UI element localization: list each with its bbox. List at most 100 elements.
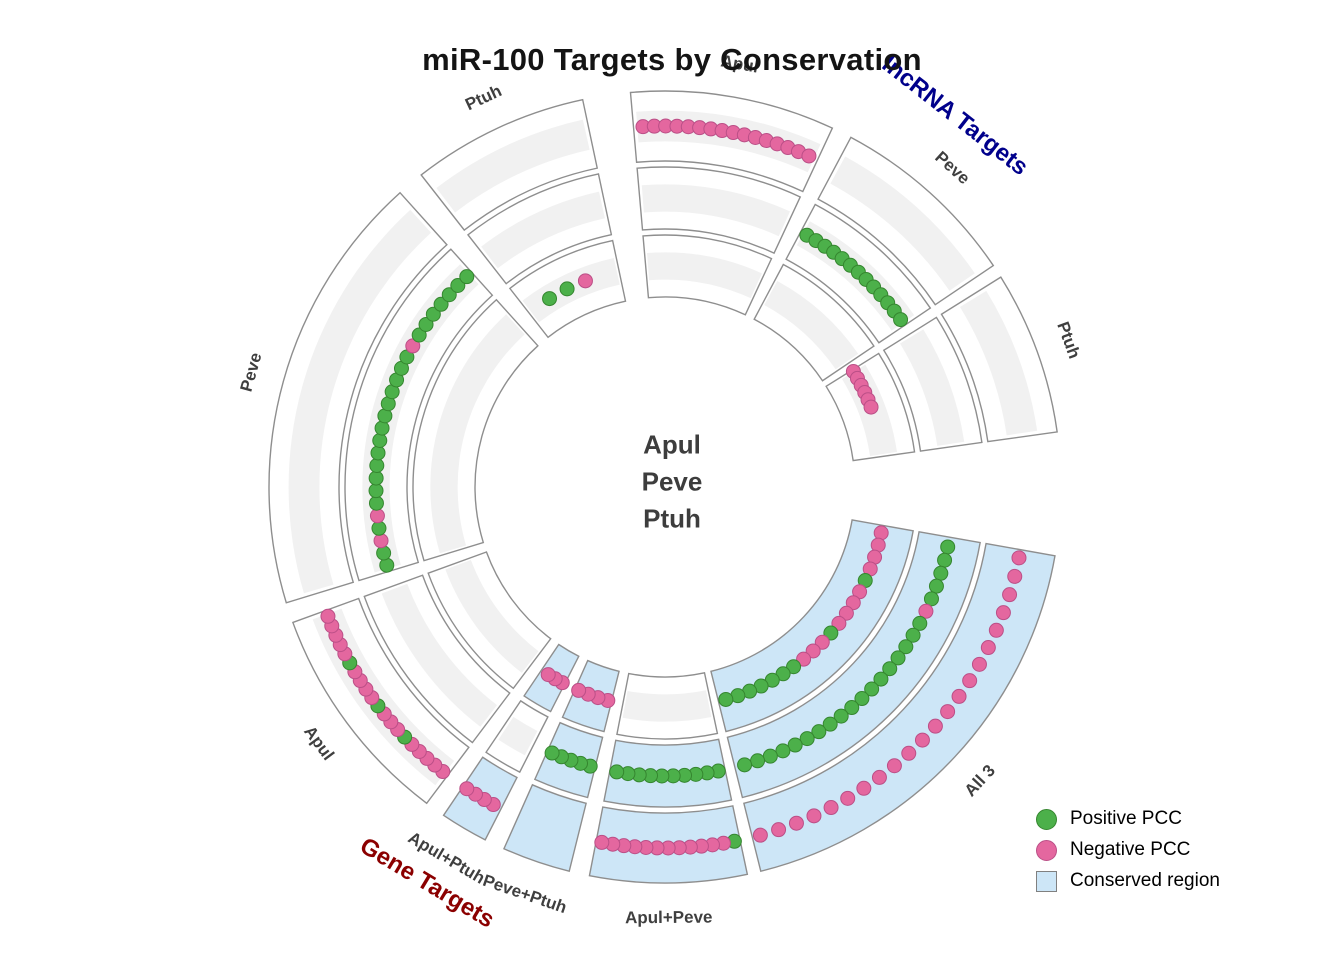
conserved-region-box-icon: [1036, 870, 1057, 892]
positive-pcc-dot: [441, 287, 457, 303]
positive-pcc-dot: [459, 269, 475, 285]
negative-pcc-dot: [940, 704, 956, 720]
positive-pcc-dot: [418, 316, 434, 332]
positive-pcc-dot: [882, 661, 898, 677]
cell-strip-lnc-ptuh-outer: [959, 290, 1038, 436]
negative-pcc-dot: [752, 827, 768, 843]
positive-pcc-dot: [374, 420, 390, 436]
positive-pcc-dot: [775, 743, 791, 759]
sector-label-gene-apul: Apul: [300, 722, 338, 764]
positive-pcc-dot: [542, 291, 558, 307]
negative-pcc-dot: [823, 800, 839, 816]
sector-label-gene-all3: All 3: [961, 761, 999, 800]
negative-pcc-dot: [1011, 550, 1027, 566]
negative-pcc-dot: [980, 640, 996, 656]
positive-pcc-dot: [544, 745, 560, 761]
positive-pcc-dot: [823, 625, 839, 641]
negative-pcc-dot: [886, 758, 902, 774]
positive-pcc-dot: [425, 306, 441, 322]
cell-strip-lnc-apul-inner: [646, 252, 762, 299]
positive-pcc-dot-icon: [1036, 808, 1057, 830]
negative-pcc-dot: [927, 718, 943, 734]
negative-pcc-dot: [871, 769, 887, 785]
negative-pcc-dot: [914, 732, 930, 748]
positive-pcc-dot: [811, 724, 827, 740]
negative-pcc-dot: [814, 634, 830, 650]
negative-pcc-dot: [320, 608, 336, 624]
positive-pcc-dot: [844, 700, 860, 716]
cell-strip-lnc-peve-inner: [764, 280, 859, 370]
cell-gene-all3-middle: [726, 530, 981, 799]
negative-pcc-dot: [594, 834, 610, 850]
negative-pcc-dot: [788, 815, 804, 831]
cell-gene-all3-outer: [743, 542, 1056, 873]
positive-pcc-dot: [873, 671, 889, 687]
negative-pcc-dot: [845, 595, 861, 611]
negative-pcc-dot: [863, 399, 879, 415]
cell-strip-gene-ptuh-middle: [481, 191, 605, 269]
negative-pcc-dot: [831, 615, 847, 631]
legend-label-negative-pcc: Negative PCC: [1070, 839, 1191, 860]
negative-pcc-dot: [805, 643, 821, 659]
positive-pcc-dot: [905, 627, 921, 643]
positive-pcc-dot: [371, 520, 387, 536]
center-label-line-ptuh: Ptuh: [643, 503, 701, 534]
negative-pcc-dot: [951, 688, 967, 704]
positive-pcc-dot: [893, 312, 909, 328]
positive-pcc-dot: [411, 327, 427, 343]
negative-pcc-dot: [995, 605, 1011, 621]
positive-pcc-dot: [912, 615, 928, 631]
negative-pcc-dot: [540, 667, 556, 683]
positive-pcc-dot: [786, 659, 802, 675]
negative-pcc-dot: [838, 605, 854, 621]
negative-pcc-dot: [806, 808, 822, 824]
positive-pcc-dot: [433, 296, 449, 312]
positive-pcc-dot: [864, 681, 880, 697]
legend-label-conserved-region: Conserved region: [1070, 870, 1220, 891]
positive-pcc-dot: [450, 278, 466, 294]
cell-strip-lnc-ptuh-middle: [900, 329, 965, 446]
positive-pcc-dot: [923, 591, 939, 607]
positive-pcc-dot: [833, 708, 849, 724]
sector-label-lnc-ptuh: Ptuh: [1053, 319, 1084, 361]
cell-strip-gene-apul-middle: [381, 583, 497, 727]
positive-pcc-dot: [368, 470, 384, 486]
center-label-line-apul: Apul: [643, 429, 701, 460]
negative-pcc-dot: [971, 656, 987, 672]
sector-label-gene-peve: Peve: [237, 351, 266, 394]
cell-strip-lnc-peve-outer: [830, 156, 975, 291]
positive-pcc-dot: [937, 552, 953, 568]
cell-strip-gene-apul-peve-inner: [622, 690, 712, 722]
cell-strip-gene-apul-ptuh-middle: [498, 716, 538, 756]
negative-pcc-dot: [801, 148, 817, 164]
positive-pcc-dot: [718, 691, 734, 707]
positive-pcc-dot: [368, 495, 384, 511]
negative-pcc-dot: [918, 603, 934, 619]
sector-label-gene-ptuh: Ptuh: [462, 81, 504, 114]
negative-pcc-dot: [771, 822, 787, 838]
chart-title: miR-100 Targets by Conservation: [422, 42, 922, 77]
negative-pcc-dot: [796, 651, 812, 667]
legend-item-conserved-region: Conserved region: [1036, 870, 1220, 892]
positive-pcc-dot: [376, 545, 392, 561]
negative-pcc-dot: [873, 525, 889, 541]
cell-strip-gene-peve-inner: [430, 314, 525, 554]
positive-pcc-dot: [799, 731, 815, 747]
positive-pcc-dot: [368, 483, 384, 499]
positive-pcc-dot: [787, 737, 803, 753]
negative-pcc-dot: [373, 533, 389, 549]
legend-item-negative-pcc: Negative PCC: [1036, 839, 1220, 861]
cell-strip-gene-apul-inner: [445, 559, 539, 673]
legend-label-positive-pcc: Positive PCC: [1070, 808, 1182, 829]
positive-pcc-dot: [928, 578, 944, 594]
negative-pcc-dot: [840, 790, 856, 806]
positive-pcc-dot: [822, 716, 838, 732]
negative-pcc-dot: [1002, 587, 1018, 603]
sector-label-lnc-peve: Peve: [931, 147, 973, 188]
negative-pcc-dot: [1007, 568, 1023, 584]
positive-pcc-dot: [559, 281, 575, 297]
positive-pcc-dot: [940, 539, 956, 555]
negative-pcc-dot: [577, 273, 593, 289]
positive-pcc-dot: [898, 639, 914, 655]
positive-pcc-dot: [369, 457, 385, 473]
